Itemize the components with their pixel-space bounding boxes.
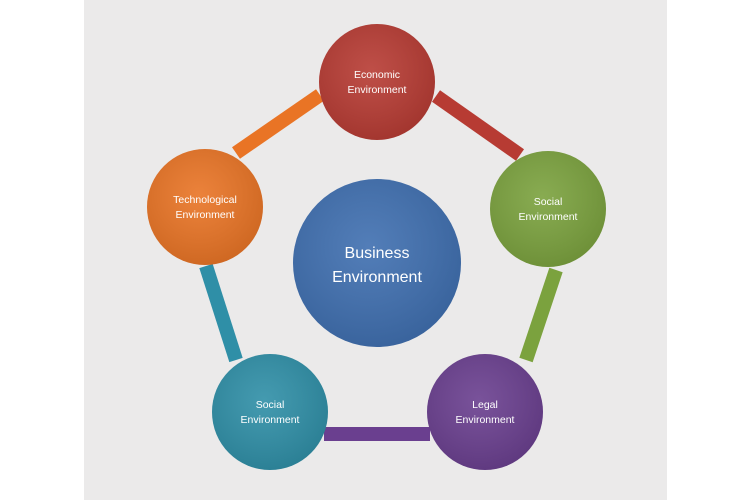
connector-technological-to-economic <box>232 89 324 159</box>
node-label-line1: Economic <box>354 69 400 81</box>
node-label-line2: Environment <box>176 209 235 221</box>
center-label-line1: Business <box>345 245 410 262</box>
connector-social-to-legal <box>519 267 563 363</box>
node-label-line1: Technological <box>173 194 237 206</box>
node-legal: Legal Environment <box>427 354 543 470</box>
node-label-line2: Environment <box>348 84 407 96</box>
node-label-line1: Social <box>256 399 285 411</box>
node-label-line2: Environment <box>456 414 515 426</box>
connector-social-to-technological <box>199 263 243 363</box>
node-economic: Economic Environment <box>319 24 435 140</box>
node-label-line1: Social <box>534 196 563 208</box>
node-technological: Technological Environment <box>147 149 263 265</box>
node-label-line1: Legal <box>472 399 498 411</box>
node-label-line2: Environment <box>241 414 300 426</box>
node-label-line2: Environment <box>519 211 578 223</box>
node-social-left: Social Environment <box>212 354 328 470</box>
connector-economic-to-social <box>431 90 525 161</box>
center-node: Business Environment <box>293 179 461 347</box>
center-label-line2: Environment <box>332 269 422 286</box>
node-social-right: Social Environment <box>490 151 606 267</box>
